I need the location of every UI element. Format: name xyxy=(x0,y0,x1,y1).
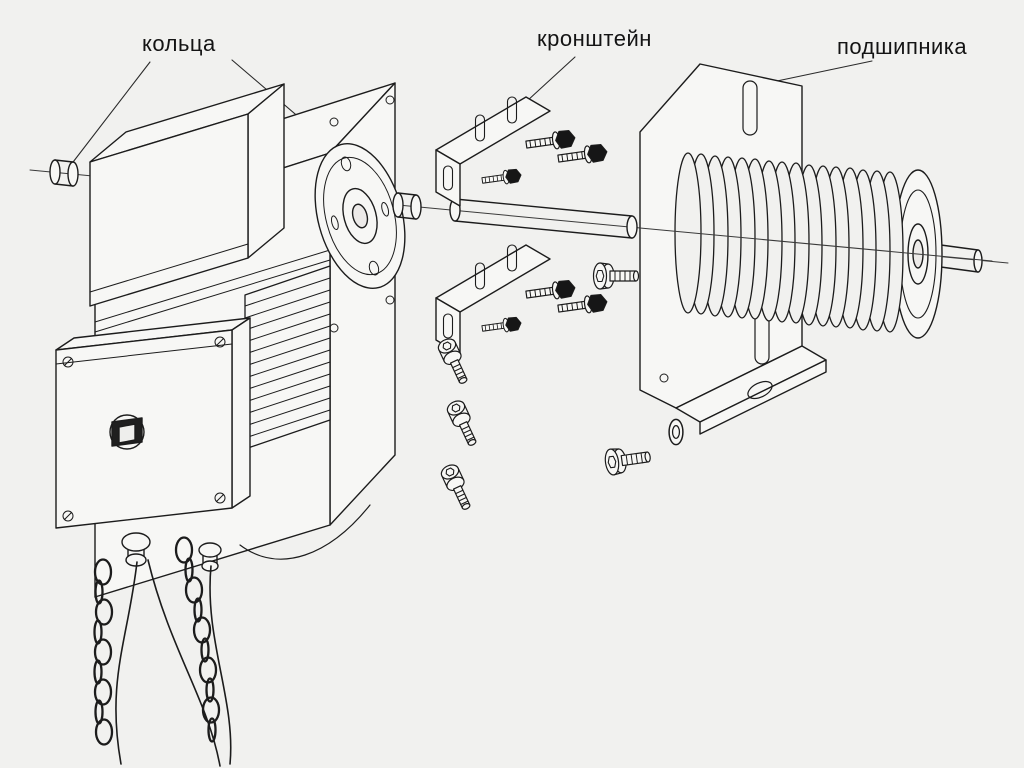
socket-screw xyxy=(438,461,476,514)
flange-corner-screws xyxy=(329,95,395,333)
label-bearing: подшипника xyxy=(837,34,968,59)
ring-collar-left xyxy=(49,159,79,187)
ring-collar-right xyxy=(392,192,422,220)
leader-bracket xyxy=(526,56,576,102)
manual-drive-knob xyxy=(109,414,145,450)
hex-bolt xyxy=(524,278,577,304)
label-bracket: кронштейн xyxy=(537,26,652,51)
washer xyxy=(668,418,684,446)
label-rings: кольца xyxy=(142,31,216,56)
angle-bracket-lower xyxy=(435,244,551,355)
angle-bracket-upper xyxy=(435,96,551,207)
motor-can xyxy=(89,83,285,307)
hex-bolts xyxy=(480,128,609,336)
torsion-spring xyxy=(674,152,904,333)
socket-screw xyxy=(435,335,473,388)
hex-bolt xyxy=(480,315,523,336)
mounting-flange xyxy=(314,142,406,290)
leader-bearing xyxy=(776,60,873,82)
leader-rings-left xyxy=(69,61,151,167)
hex-bolt xyxy=(524,128,577,154)
axis-centerline-overlay xyxy=(639,227,993,262)
cooling-fins xyxy=(244,265,331,450)
junction-box-screws xyxy=(62,336,226,522)
allen-bolt-mid xyxy=(592,262,640,290)
socket-screws xyxy=(435,335,482,514)
allen-bolt-bottom xyxy=(603,443,653,477)
hex-bolt xyxy=(480,167,523,188)
junction-box xyxy=(55,317,251,529)
cable-glands xyxy=(121,532,222,572)
cables xyxy=(115,559,232,767)
socket-screw xyxy=(444,397,482,450)
